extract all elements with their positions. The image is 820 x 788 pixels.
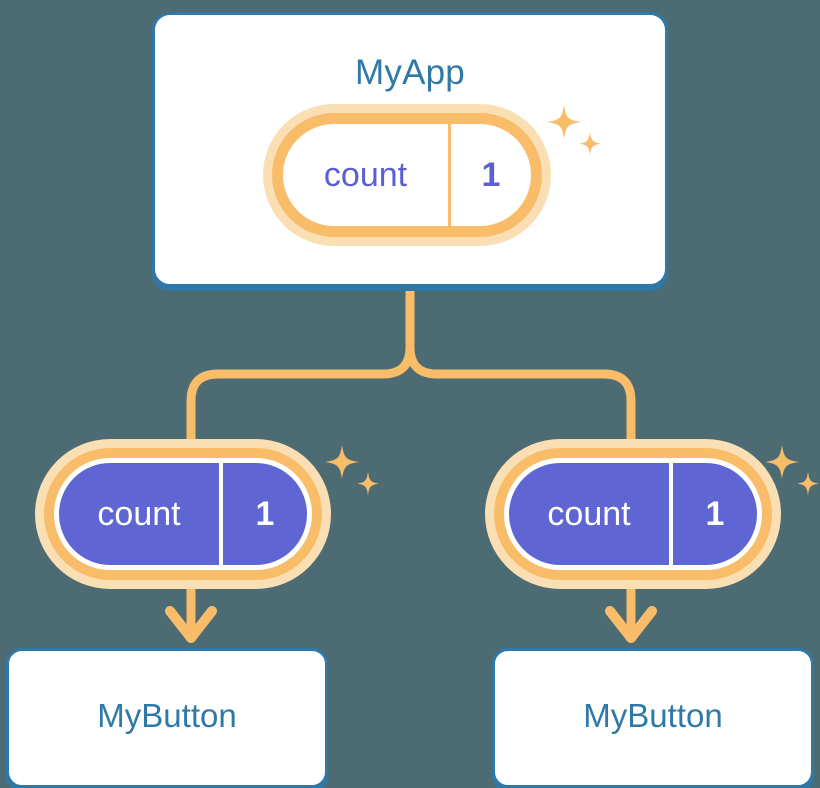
component-title-mybutton: MyButton xyxy=(97,697,237,734)
sparkle-icon-small xyxy=(357,472,379,495)
sparkle-icon-small xyxy=(797,472,819,495)
connector-branch-left xyxy=(186,342,415,465)
signal-divider xyxy=(448,124,451,226)
arrow-down-icon xyxy=(605,606,657,643)
signal-pill-body: count 1 xyxy=(272,113,542,237)
diagram-canvas: MyApp count 1 count 1 MyButton count 1 xyxy=(6,12,819,788)
sparkle-group-right xyxy=(765,445,819,495)
connector-branch-right xyxy=(405,342,636,465)
signal-pill-body: count 1 xyxy=(54,458,312,570)
signal-pill-body: count 1 xyxy=(504,458,762,570)
component-card-mybutton-right[interactable]: MyButton xyxy=(492,648,814,788)
signal-value: 1 xyxy=(705,495,725,533)
arrow-down-icon xyxy=(165,606,217,643)
sparkle-icon-large xyxy=(325,445,359,479)
signal-pill-root[interactable]: count 1 xyxy=(272,113,542,237)
component-card-mybutton-left[interactable]: MyButton xyxy=(6,648,328,788)
component-title-myapp: MyApp xyxy=(355,53,465,92)
signal-value: 1 xyxy=(255,495,275,533)
signal-divider xyxy=(669,463,673,565)
signal-key: count xyxy=(323,156,408,194)
signal-key: count xyxy=(547,495,631,533)
sparkle-icon-large xyxy=(765,445,799,479)
signal-key: count xyxy=(97,495,181,533)
signal-pill-right[interactable]: count 1 xyxy=(504,458,762,570)
signal-value: 1 xyxy=(481,156,501,194)
component-title-mybutton: MyButton xyxy=(583,697,723,734)
signal-pill-left[interactable]: count 1 xyxy=(54,458,312,570)
sparkle-group-left xyxy=(325,445,379,495)
signal-divider xyxy=(219,463,223,565)
